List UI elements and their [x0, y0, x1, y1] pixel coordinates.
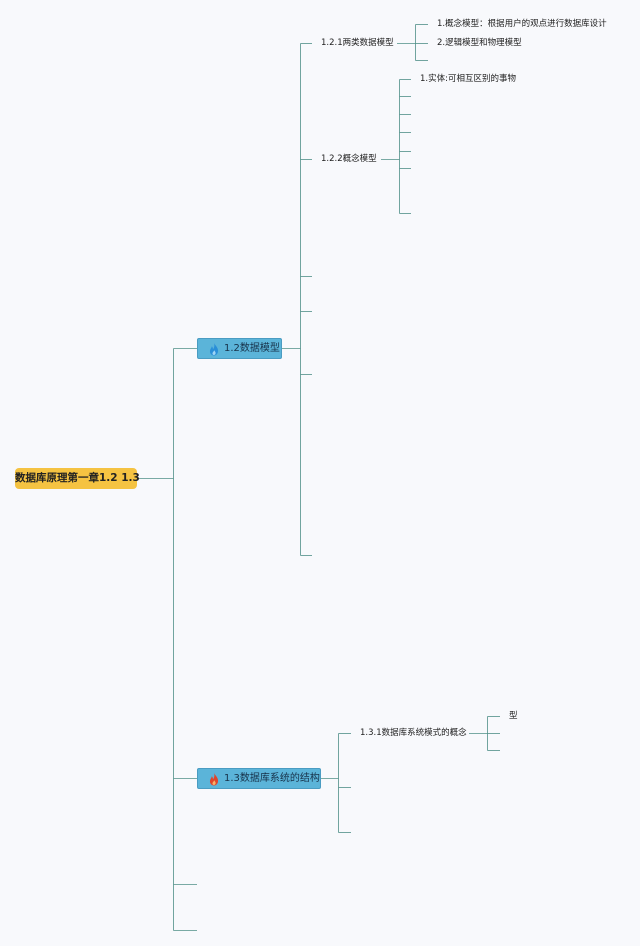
leaf-type[interactable]: 型 — [509, 711, 518, 721]
root-node[interactable]: 数据库原理第一章1.2 1.3 — [15, 468, 140, 489]
leaf-logical-physical-model[interactable]: 2.逻辑模型和物理模型 — [437, 38, 522, 48]
leaf-conceptual-model[interactable]: 1.概念模型：根据用户的观点进行数据库设计 — [437, 19, 607, 29]
fire-icon — [209, 772, 219, 786]
subtopic-two-model-types[interactable]: 1.2.1两类数据模型 — [321, 38, 394, 48]
topic-label: 1.2数据模型 — [224, 343, 280, 354]
fire-icon — [209, 342, 219, 356]
leaf-entity[interactable]: 1.实体:可相互区别的事物 — [420, 74, 516, 84]
topic-label: 1.3数据库系统的结构 — [224, 773, 320, 784]
subtopic-schema-concept[interactable]: 1.3.1数据库系统模式的概念 — [360, 728, 467, 738]
topic-db-structure[interactable]: 1.3数据库系统的结构 — [197, 768, 321, 789]
topic-data-model[interactable]: 1.2数据模型 — [197, 338, 282, 359]
subtopic-conceptual-model[interactable]: 1.2.2概念模型 — [321, 154, 377, 164]
